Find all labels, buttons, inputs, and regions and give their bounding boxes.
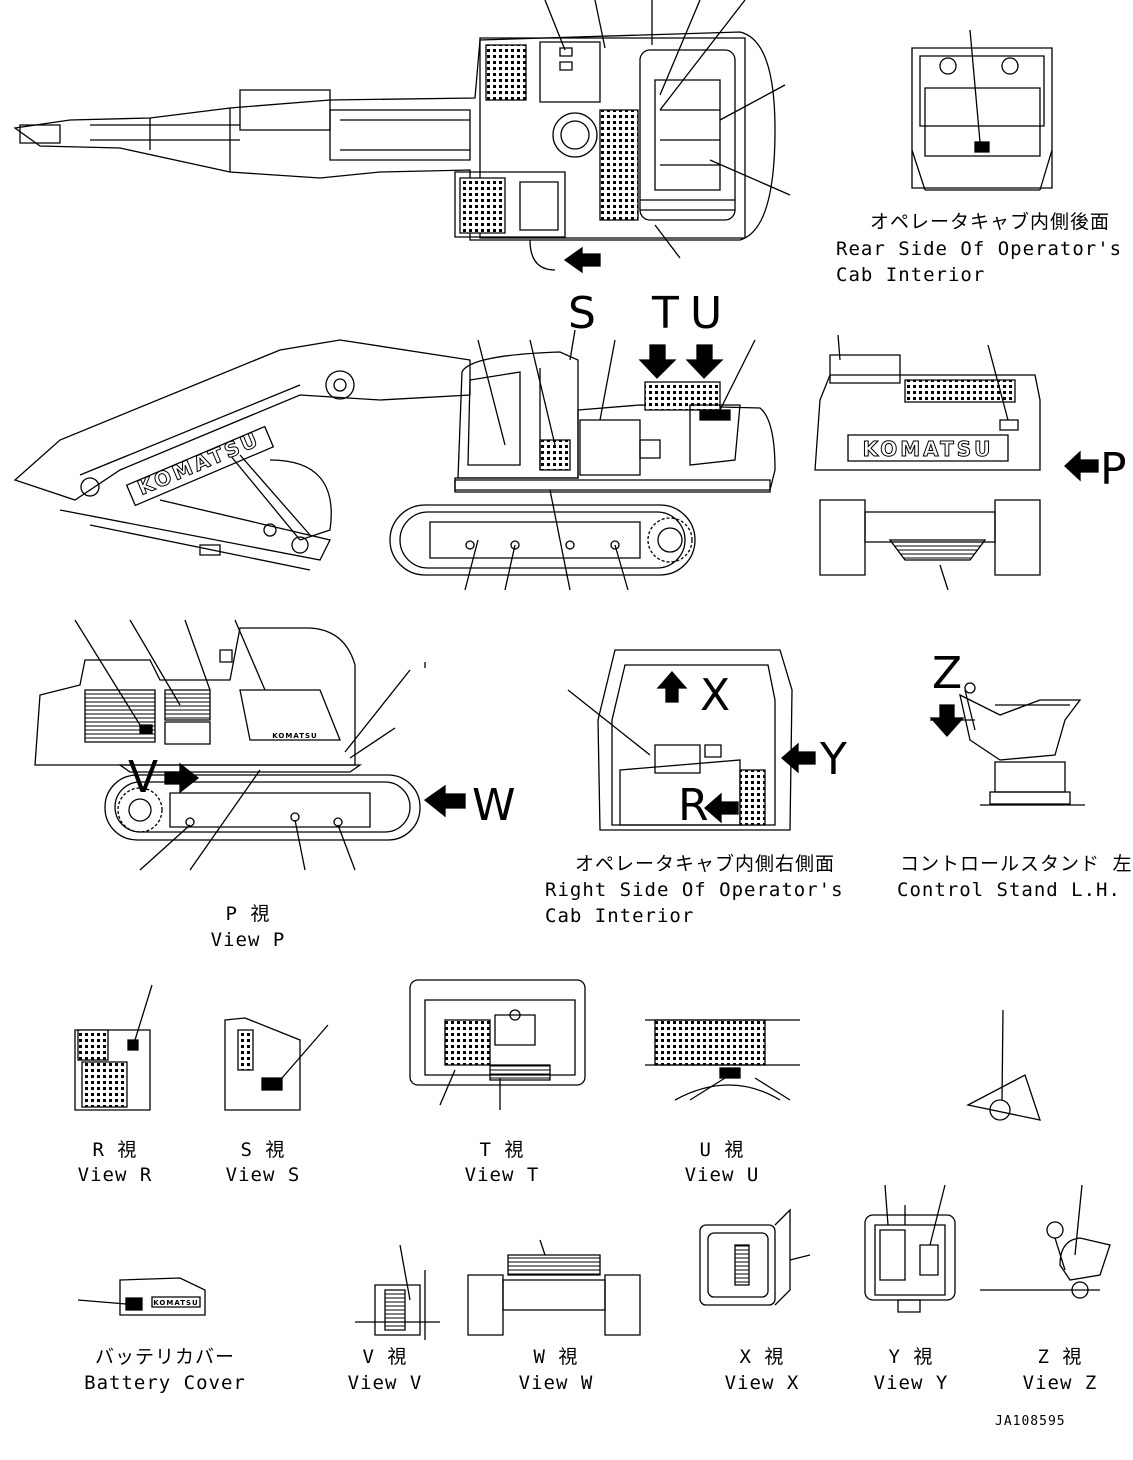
view-u xyxy=(645,1020,800,1100)
caption-rear-cab-en2: Cab Interior xyxy=(836,264,986,286)
caption-view-w-en: View W xyxy=(518,1372,594,1394)
letter-r: R xyxy=(678,780,709,831)
view-t xyxy=(410,980,585,1110)
view-r xyxy=(75,985,152,1110)
letter-x: X xyxy=(700,670,731,721)
view-s xyxy=(225,1018,328,1110)
caption-control-stand-jp: コントロールスタンド 左 xyxy=(900,853,1133,875)
caption-view-r-jp: R 視 xyxy=(92,1139,138,1161)
caption-view-s-jp: S 視 xyxy=(240,1139,286,1161)
caption-view-z-jp: Z 視 xyxy=(1037,1346,1083,1368)
letter-v: V xyxy=(128,752,159,803)
caption-view-v-en: View V xyxy=(347,1372,423,1394)
caption-view-p-jp: P 視 xyxy=(225,903,271,925)
caption-view-y-en: View Y xyxy=(873,1372,949,1394)
view-y xyxy=(865,1185,955,1312)
right-cab-interior-view xyxy=(568,650,815,830)
caption-view-t-en: View T xyxy=(464,1164,540,1186)
battery-cover-view xyxy=(78,1278,205,1315)
rear-cab-interior-view xyxy=(912,30,1052,190)
caption-view-p-en: View P xyxy=(210,929,286,951)
view-w xyxy=(468,1240,640,1335)
battery-brand: KOMATSU xyxy=(153,1299,198,1307)
side-view-main xyxy=(15,330,775,590)
side-p-brand: KOMATSU xyxy=(272,732,317,740)
caption-rear-cab-en1: Rear Side Of Operator's xyxy=(836,238,1123,260)
caption-control-stand-en: Control Stand L.H. xyxy=(897,879,1121,901)
rear-view xyxy=(815,335,1098,590)
letter-s: S xyxy=(568,288,596,339)
caption-battery-jp: バッテリカバー xyxy=(94,1346,236,1368)
caption-rear-cab-jp: オペレータキャブ内側後面 xyxy=(870,211,1111,233)
caption-right-cab-en1: Right Side Of Operator's xyxy=(545,879,844,901)
caption-view-x-en: View X xyxy=(724,1372,800,1394)
letter-t: T xyxy=(652,288,679,339)
caption-view-t-jp: T 視 xyxy=(479,1139,525,1161)
view-z xyxy=(980,1185,1110,1298)
letter-y: Y xyxy=(820,734,847,785)
top-view xyxy=(15,0,790,272)
caption-right-cab-en2: Cab Interior xyxy=(545,905,695,927)
view-v xyxy=(355,1245,440,1340)
triangle-detail xyxy=(968,1010,1040,1120)
caption-view-w-jp: W 視 xyxy=(533,1346,579,1368)
letter-u: U xyxy=(690,288,723,339)
caption-view-x-jp: X 視 xyxy=(739,1346,785,1368)
caption-right-cab-jp: オペレータキャブ内側右側面 xyxy=(575,853,836,875)
caption-view-r-en: View R xyxy=(77,1164,153,1186)
letter-p: P xyxy=(1100,444,1127,495)
caption-view-u-en: View U xyxy=(684,1164,760,1186)
caption-view-z-en: View Z xyxy=(1022,1372,1098,1394)
caption-view-u-jp: U 視 xyxy=(699,1139,745,1161)
control-stand-lh-view xyxy=(930,683,1085,805)
caption-view-y-jp: Y 視 xyxy=(888,1346,934,1368)
caption-view-v-jp: V 視 xyxy=(362,1346,408,1368)
rear-brand: KOMATSU xyxy=(863,437,994,461)
letter-z: Z xyxy=(932,648,963,699)
caption-battery-en: Battery Cover xyxy=(84,1372,246,1394)
view-x xyxy=(700,1210,810,1305)
letter-w: W xyxy=(472,780,516,831)
drawing-code: JA108595 xyxy=(995,1414,1066,1429)
view-p-side xyxy=(35,620,465,870)
caption-view-s-en: View S xyxy=(225,1164,301,1186)
